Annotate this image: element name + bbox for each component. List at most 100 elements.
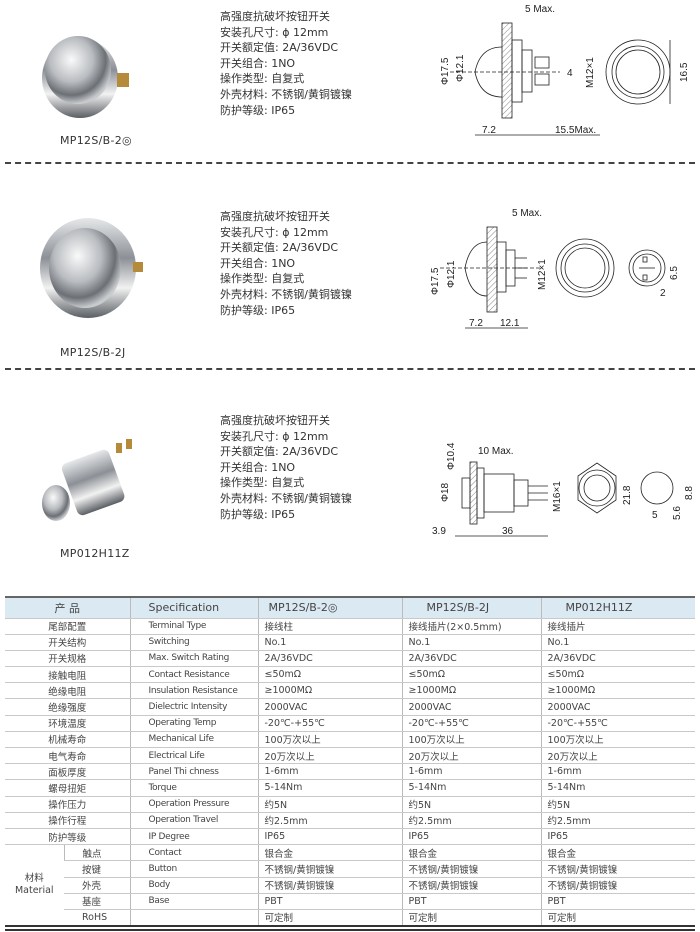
dim-label: Φ12.1 <box>455 54 466 82</box>
header-model-2: MP12S/B-2J <box>401 596 541 619</box>
cell-value: 可定制 <box>401 909 541 927</box>
product-specs: 高强度抗破坏按钮开关 安装孔尺寸: ϕ 12mm 开关额定值: 2A/36VDC… <box>220 413 352 522</box>
cell-value: 1-6mm <box>540 763 695 781</box>
product-photo-1 <box>42 36 129 118</box>
product-section-3: MP012H11Z 高强度抗破坏按钮开关 安装孔尺寸: ϕ 12mm 开关额定值… <box>0 405 700 570</box>
spec-line: 开关组合: 1NO <box>220 256 296 270</box>
row-label-cn: 接触电阻 <box>5 666 130 684</box>
spec-line: 开关额定值: 2A/36VDC <box>220 41 339 55</box>
product-section-2: MP12S/B-2J 高强度抗破坏按钮开关 安装孔尺寸: ϕ 12mm 开关额定… <box>0 200 700 365</box>
cell-value: 5-14Nm <box>540 779 695 797</box>
dim-label: M12×1 <box>585 57 596 88</box>
row-label-cn: 环境温度 <box>5 715 130 732</box>
cell-value: 2A/36VDC <box>540 650 695 668</box>
row-label-en <box>129 909 258 927</box>
cell-value: 接线柱 <box>257 618 402 635</box>
row-label-cn: 开关规格 <box>5 650 130 668</box>
table-bottom-rule <box>5 924 695 931</box>
cell-value: 2A/36VDC <box>257 650 402 668</box>
cell-value: ≤50mΩ <box>540 666 695 684</box>
row-label-cn: 尾部配置 <box>5 618 130 635</box>
dimension-drawing-1: 5 Max. Φ17.5 Φ12.1 4 M12×1 16.5 7.2 15.5… <box>440 4 690 136</box>
dim-label: 6.5 <box>669 266 680 280</box>
cell-value: -20℃-+55℃ <box>257 715 402 732</box>
spec-line: 开关组合: 1NO <box>220 56 296 70</box>
dim-label: 12.1 <box>500 318 520 329</box>
row-label-en: Switching <box>129 634 258 651</box>
dim-label: 21.8 <box>622 485 633 505</box>
material-part: 外壳 <box>64 877 130 894</box>
material-part: 触点 <box>63 844 130 862</box>
cell-value: 2000VAC <box>257 698 402 716</box>
cell-value: 可定制 <box>540 909 695 927</box>
product-model-label: MP12S/B-2◎ <box>60 134 132 147</box>
spec-line: 开关额定值: 2A/36VDC <box>220 241 339 255</box>
cell-value: ≤50mΩ <box>401 666 541 684</box>
spec-line: 外壳材料: 不锈钢/黄铜镀镍 <box>220 287 352 301</box>
header-model-3: MP012H11Z <box>540 596 695 619</box>
section-divider <box>5 162 695 164</box>
cell-value: 约5N <box>257 796 402 813</box>
cell-value: -20℃-+55℃ <box>540 715 695 732</box>
dim-label: Φ17.5 <box>440 57 451 85</box>
row-label-en: Contact Resistance <box>129 666 258 684</box>
dim-label: 7.2 <box>469 318 483 329</box>
row-label-cn: 操作压力 <box>5 796 130 813</box>
dim-label: 5 <box>652 510 658 521</box>
spec-line: 开关组合: 1NO <box>220 460 296 474</box>
spec-line: 安装孔尺寸: ϕ 12mm <box>220 429 329 443</box>
dim-label: 15.5Max. <box>555 125 596 136</box>
cell-value: 1-6mm <box>401 763 541 781</box>
cell-value: IP65 <box>401 828 541 846</box>
material-part: 按键 <box>64 860 130 878</box>
header-product: 产 品 <box>5 596 130 619</box>
row-label-cn: 开关结构 <box>5 634 130 651</box>
row-label-en: Mechanical Life <box>129 731 258 749</box>
row-label-en: Terminal Type <box>129 618 258 635</box>
material-part: 基座 <box>64 893 130 910</box>
cell-value: 银合金 <box>257 844 402 862</box>
product-specs: 高强度抗破坏按钮开关 安装孔尺寸: ϕ 12mm 开关额定值: 2A/36VDC… <box>220 209 352 318</box>
row-label-en: Body <box>129 877 258 894</box>
cell-value: 约2.5mm <box>540 812 695 829</box>
dim-label: Φ10.4 <box>446 442 457 470</box>
header-model-1: MP12S/B-2◎ <box>257 596 402 619</box>
cell-value: No.1 <box>257 634 402 651</box>
cell-value: PBT <box>257 893 402 910</box>
spec-line: 高强度抗破坏按钮开关 <box>220 210 330 223</box>
material-part: RoHS <box>64 909 130 927</box>
cell-value: 银合金 <box>540 844 695 862</box>
row-label-cn: 绝缘强度 <box>5 698 130 716</box>
cell-value: 约5N <box>401 796 541 813</box>
row-label-en: Panel Thi chness <box>129 763 258 781</box>
material-label-cn: 材料 <box>24 872 44 884</box>
cell-value: 1-6mm <box>257 763 402 781</box>
spec-line: 开关额定值: 2A/36VDC <box>220 445 339 459</box>
row-label-cn: 面板厚度 <box>5 763 130 781</box>
cell-value: No.1 <box>540 634 695 651</box>
cell-value: 不锈钢/黄铜镀镍 <box>540 860 695 878</box>
row-label-cn: 电气寿命 <box>5 747 130 765</box>
material-label-en: Material <box>14 884 54 896</box>
row-label-en: Max. Switch Rating <box>129 650 258 668</box>
cell-value: 接线插片(2×0.5mm) <box>401 618 541 635</box>
spec-line: 操作类型: 自复式 <box>220 272 305 286</box>
row-label-en: Contact <box>129 844 258 862</box>
cell-value: ≥1000MΩ <box>401 682 541 700</box>
row-label-en: Operation Travel <box>129 812 258 829</box>
header-specification: Specification <box>129 596 258 619</box>
cell-value: -20℃-+55℃ <box>401 715 541 732</box>
dim-label: M12×1 <box>537 259 548 290</box>
